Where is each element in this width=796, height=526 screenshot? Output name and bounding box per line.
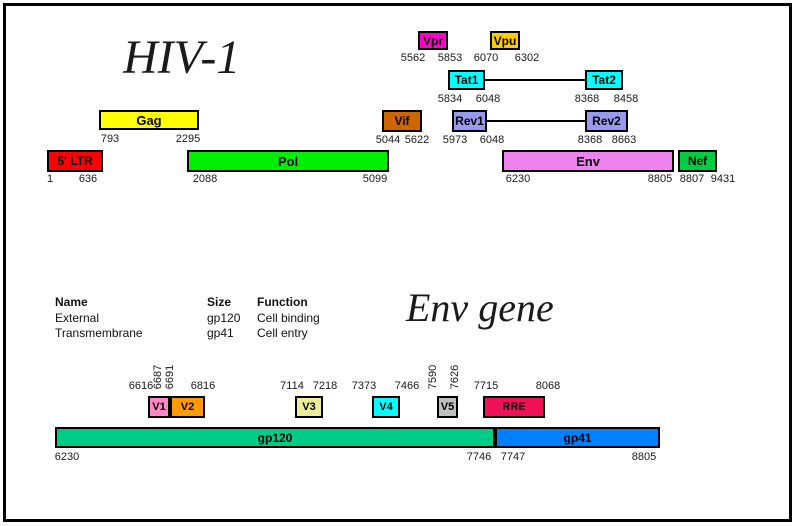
coord-vif-end: 5622 bbox=[404, 134, 430, 146]
gene-label-rev1: Rev1 bbox=[455, 114, 484, 128]
coord-gag-start: 793 bbox=[100, 133, 120, 145]
coord-vpr-end: 5853 bbox=[437, 52, 463, 64]
region-label-rre: RRE bbox=[502, 401, 526, 413]
table-header-name: Name bbox=[55, 295, 88, 309]
gene-box-rev2: Rev2 bbox=[585, 110, 628, 132]
coord-v1-end-vertical: 6687 bbox=[152, 364, 164, 390]
gene-label-5ltr: 5' LTR bbox=[57, 154, 93, 168]
gene-box-pol: Pol bbox=[187, 150, 389, 172]
region-label-v5: V5 bbox=[440, 401, 455, 413]
region-label-v4: V4 bbox=[379, 401, 393, 413]
gene-box-tat1: Tat1 bbox=[448, 70, 485, 90]
region-box-v3: V3 bbox=[295, 396, 323, 418]
region-label-v1: V1 bbox=[152, 401, 166, 413]
region-label-v3: V3 bbox=[302, 401, 316, 413]
tat-connector-line bbox=[485, 79, 585, 81]
segment-label-gp41: gp41 bbox=[563, 430, 592, 445]
table-header-size: Size bbox=[207, 295, 232, 309]
table-cell-gp120: gp120 bbox=[207, 311, 241, 325]
gene-label-env: Env bbox=[576, 153, 600, 169]
gene-label-pol: Pol bbox=[277, 153, 299, 169]
coord-gag-end: 2295 bbox=[175, 133, 201, 145]
coord-v4-start: 7373 bbox=[351, 380, 377, 392]
gene-box-vpu: Vpu bbox=[490, 31, 520, 50]
gene-box-env: Env bbox=[502, 150, 674, 172]
coord-gp41-end: 8805 bbox=[631, 451, 657, 463]
coord-env-start: 6230 bbox=[505, 173, 531, 185]
gene-label-gag: Gag bbox=[136, 112, 162, 128]
figure-border bbox=[3, 3, 792, 522]
coord-rev2-end: 8663 bbox=[611, 134, 637, 146]
coord-gp120-start: 6230 bbox=[54, 451, 80, 463]
gene-box-rev1: Rev1 bbox=[452, 110, 487, 132]
region-label-v2: V2 bbox=[180, 401, 195, 413]
coord-gp120-end: 7746 bbox=[466, 451, 492, 463]
coord-rev1-end: 6048 bbox=[479, 134, 505, 146]
table-cell-cell-binding: Cell binding bbox=[257, 311, 320, 325]
segment-bar-gp41: gp41 bbox=[495, 427, 660, 448]
coord-tat1-end: 6048 bbox=[475, 93, 501, 105]
region-box-v1: V1 bbox=[148, 396, 170, 418]
segment-label-gp120: gp120 bbox=[257, 430, 293, 445]
gene-box-vif: Vif bbox=[382, 110, 422, 132]
gene-box-5ltr: 5' LTR bbox=[47, 150, 103, 172]
coord-tat1-start: 5834 bbox=[437, 93, 463, 105]
gene-label-tat1: Tat1 bbox=[454, 73, 479, 87]
rev-connector-line bbox=[487, 120, 585, 122]
coord-v4-end: 7466 bbox=[394, 380, 420, 392]
coord-v2-end: 6816 bbox=[190, 380, 216, 392]
coord-vpr-start: 5562 bbox=[400, 52, 426, 64]
segment-bar-gp120: gp120 bbox=[55, 427, 495, 448]
coord-vif-start: 5044 bbox=[375, 134, 401, 146]
hiv1-title: HIV-1 bbox=[123, 31, 241, 84]
coord-5ltr-end: 636 bbox=[78, 173, 98, 185]
gene-box-vpr: Vpr bbox=[418, 31, 448, 50]
coord-tat2-start: 8368 bbox=[574, 93, 600, 105]
gene-label-vif: Vif bbox=[394, 114, 410, 128]
coord-vpu-end: 6302 bbox=[514, 52, 540, 64]
coord-env-end: 8805 bbox=[647, 173, 673, 185]
coord-v5-start-vertical: 7590 bbox=[427, 364, 439, 390]
coord-gp41-start: 7747 bbox=[500, 451, 526, 463]
coord-pol-start: 2088 bbox=[192, 173, 218, 185]
coord-5ltr-start: 1 bbox=[46, 173, 54, 185]
gene-box-gag: Gag bbox=[99, 110, 199, 130]
table-cell-external: External bbox=[55, 311, 100, 325]
gene-label-nef: Nef bbox=[687, 154, 708, 168]
coord-nef-end: 9431 bbox=[710, 173, 736, 185]
region-box-rre: RRE bbox=[483, 396, 545, 418]
coord-pol-end: 5099 bbox=[362, 173, 388, 185]
coord-rev1-start: 5973 bbox=[442, 134, 468, 146]
coord-v5-end-vertical: 7626 bbox=[449, 364, 461, 390]
env-gene-title: Env gene bbox=[406, 285, 554, 330]
region-box-v5: V5 bbox=[437, 396, 458, 418]
gene-box-tat2: Tat2 bbox=[585, 70, 623, 90]
table-header-function: Function bbox=[257, 295, 308, 309]
coord-tat2-end: 8458 bbox=[613, 93, 639, 105]
coord-rev2-start: 8368 bbox=[577, 134, 603, 146]
table-cell-cell-entry: Cell entry bbox=[257, 326, 308, 340]
region-box-v2: V2 bbox=[170, 396, 205, 418]
coord-v3-start: 7114 bbox=[280, 380, 304, 392]
coord-nef-start: 8807 bbox=[679, 173, 705, 185]
gene-label-tat2: Tat2 bbox=[592, 73, 616, 87]
coord-rre-end: 8068 bbox=[535, 380, 561, 392]
table-cell-transmembrane: Transmembrane bbox=[55, 326, 143, 340]
gene-label-rev2: Rev2 bbox=[592, 114, 621, 128]
coord-v3-end: 7218 bbox=[312, 380, 338, 392]
gene-box-nef: Nef bbox=[678, 150, 717, 172]
table-cell-gp41: gp41 bbox=[207, 326, 234, 340]
coord-v1-start: 6616 bbox=[128, 380, 154, 392]
gene-label-vpr: Vpr bbox=[422, 33, 443, 48]
coord-rre-start: 7715 bbox=[473, 380, 499, 392]
gene-label-vpu: Vpu bbox=[493, 33, 517, 48]
coord-v2-start-vertical: 6691 bbox=[164, 364, 176, 390]
coord-vpu-start: 6070 bbox=[473, 52, 499, 64]
region-box-v4: V4 bbox=[372, 396, 400, 418]
